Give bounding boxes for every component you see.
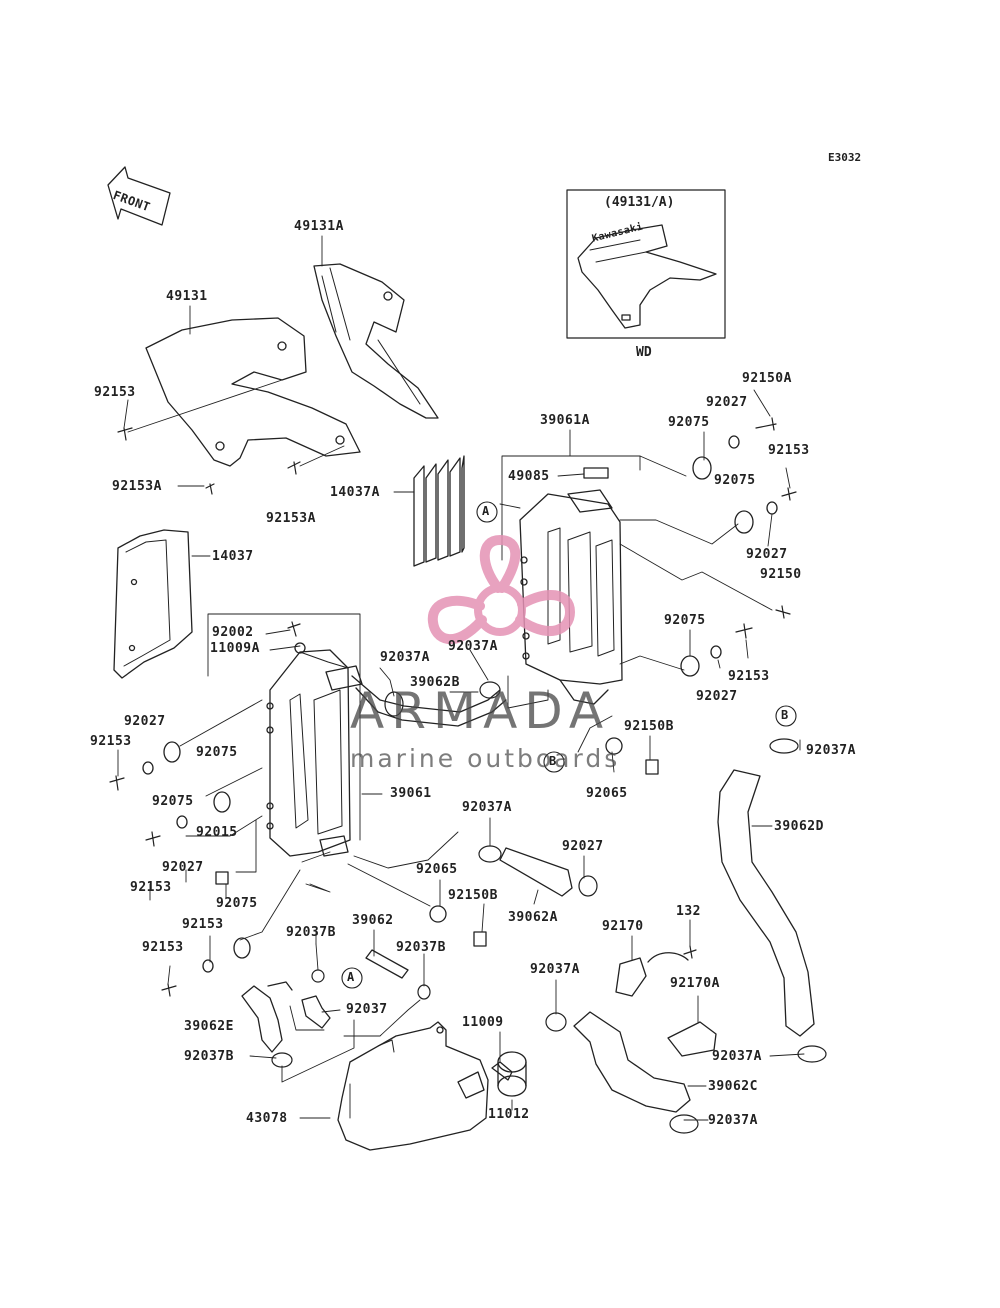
shroud-49131-icon	[145, 317, 361, 467]
watermark-logo-icon	[427, 534, 576, 645]
clamp-92170a-icon	[667, 1021, 717, 1057]
part-label: 11012	[488, 1107, 530, 1122]
part-label: 92027	[746, 547, 788, 562]
inset-title: (49131/A)	[604, 195, 675, 210]
part-label: 92015	[196, 825, 238, 840]
part-label: 92027	[706, 395, 748, 410]
part-label: 92153	[130, 880, 172, 895]
part-label: 92153	[182, 917, 224, 932]
cap-11012-icon	[491, 1051, 527, 1097]
part-label: 92037A	[448, 639, 498, 654]
callout-circles	[341, 501, 797, 989]
part-label: 92150A	[742, 371, 792, 386]
part-label: 92037	[346, 1002, 388, 1017]
part-label: 49131	[166, 289, 208, 304]
part-label: 132	[676, 904, 701, 919]
part-label: 39062D	[774, 819, 824, 834]
inset-frame	[566, 189, 726, 339]
callout-b: B	[549, 754, 557, 768]
shroud-49131a-icon	[313, 263, 439, 419]
part-label: 92075	[714, 473, 756, 488]
part-label: 39062A	[508, 910, 558, 925]
guard-14037-icon	[113, 529, 193, 679]
part-label: 92150	[760, 567, 802, 582]
grille-14037a-icon	[413, 455, 465, 567]
part-label: 49085	[508, 469, 550, 484]
part-label: 92002	[212, 625, 254, 640]
part-label: 92037B	[286, 925, 336, 940]
part-label: 92037A	[380, 650, 430, 665]
leader-lines	[117, 235, 805, 1121]
part-label: 11009	[462, 1015, 504, 1030]
part-label: 11009A	[210, 641, 260, 656]
part-label: 92037A	[806, 743, 856, 758]
part-label: 92153A	[266, 511, 316, 526]
part-label: 39061	[390, 786, 432, 801]
part-label: 92150B	[448, 888, 498, 903]
part-label: 92037A	[708, 1113, 758, 1128]
part-label: 39062B	[410, 675, 460, 690]
part-label: 92027	[162, 860, 204, 875]
part-label: 92170A	[670, 976, 720, 991]
part-label: 92037B	[184, 1049, 234, 1064]
part-label: 92153	[94, 385, 136, 400]
callout-b: B	[781, 708, 789, 722]
reservoir-tank-43078-icon	[337, 1021, 489, 1151]
radiator-39061-icon	[266, 649, 363, 857]
part-label: 92075	[668, 415, 710, 430]
part-label: 92027	[562, 839, 604, 854]
hose-39062d-icon	[717, 769, 815, 1037]
part-label: 92170	[602, 919, 644, 934]
part-label: 92075	[152, 794, 194, 809]
part-label: 92037A	[530, 962, 580, 977]
part-label: 92153	[768, 443, 810, 458]
part-label: 92075	[196, 745, 238, 760]
bolt-icons	[109, 417, 797, 997]
part-label: 92027	[696, 689, 738, 704]
diagram-code: E3032	[828, 151, 862, 164]
part-label: 39061A	[540, 413, 590, 428]
inset-shroud-icon	[577, 224, 717, 329]
part-label: 92027	[124, 714, 166, 729]
part-label: 39062	[352, 913, 394, 928]
part-label: 92037A	[712, 1049, 762, 1064]
clip-92037-icon	[301, 995, 331, 1029]
part-label: 92037A	[462, 800, 512, 815]
clamp-92170-icon	[615, 952, 689, 997]
part-label: 49131A	[294, 219, 344, 234]
front-arrow-icon	[107, 166, 171, 226]
hose-39062e-icon	[241, 981, 293, 1053]
inset-caption: WD	[636, 345, 652, 360]
part-label: 92065	[416, 862, 458, 877]
part-label: 92153	[142, 940, 184, 955]
watermark-subtitle: marine outboards	[350, 744, 621, 773]
radiator-39061a-icon	[519, 489, 623, 705]
hose-39062a-icon	[499, 847, 573, 897]
callout-a: A	[347, 970, 355, 984]
hose-39062c-icon	[573, 1011, 691, 1113]
part-label: 92075	[216, 896, 258, 911]
grommet-icons	[142, 435, 778, 973]
part-label: 92150B	[624, 719, 674, 734]
part-label: 92065	[586, 786, 628, 801]
part-label: 14037A	[330, 485, 380, 500]
part-label: 39062E	[184, 1019, 234, 1034]
part-label: 14037	[212, 549, 254, 564]
part-label: 92153	[90, 734, 132, 749]
callout-a: A	[482, 504, 490, 518]
part-label: 39062C	[708, 1079, 758, 1094]
part-label: 43078	[246, 1111, 288, 1126]
tube-39062-icon	[365, 949, 409, 979]
part-label: 92075	[664, 613, 706, 628]
part-label: 92037B	[396, 940, 446, 955]
part-label: 92153	[728, 669, 770, 684]
watermark-title: ARMADA	[350, 682, 611, 740]
part-label: 92153A	[112, 479, 162, 494]
